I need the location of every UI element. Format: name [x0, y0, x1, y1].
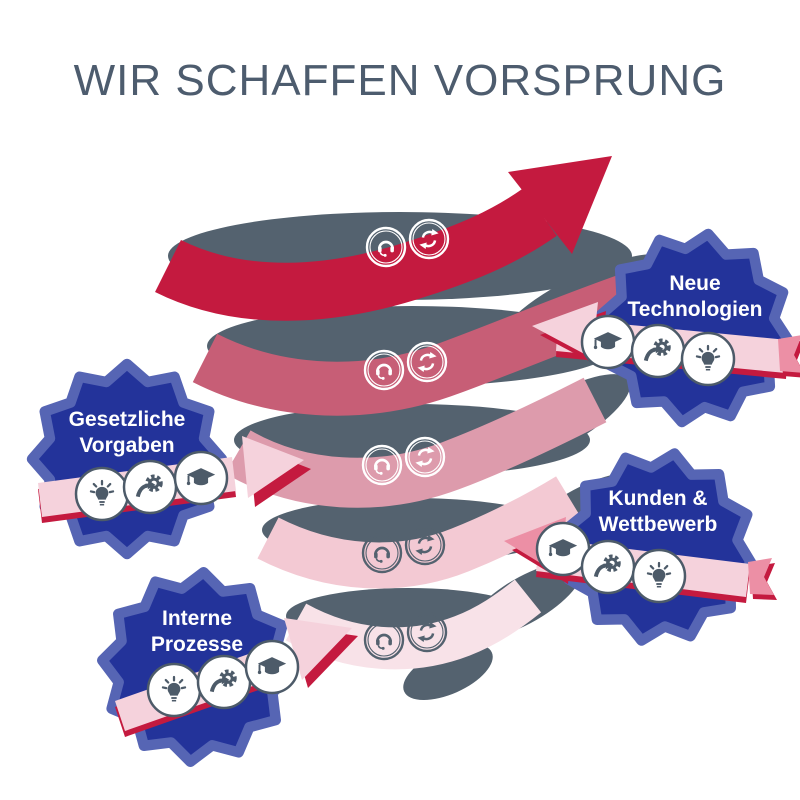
graduation-cap-icon [244, 639, 300, 695]
headset-icon [363, 619, 405, 661]
ribbon-fishtail [778, 335, 800, 373]
headset-icon [363, 349, 405, 391]
sync-icon [404, 524, 446, 566]
badge-kunden-wettbewerb: Kunden & Wettbewerb [504, 437, 777, 657]
gear-arrow-icon [122, 459, 178, 515]
badge-label-line2: Wettbewerb [599, 513, 718, 536]
badge-label-line2: Technologien [628, 298, 763, 321]
badge-gesetzliche-vorgaben: Gesetzliche Vorgaben [32, 364, 311, 554]
spiral-band-1 [155, 188, 557, 321]
badge-label-line1: Interne [162, 607, 232, 630]
spiral-arrowhead [508, 156, 612, 254]
badge-label-line1: Neue [669, 272, 720, 295]
page-title: WIR SCHAFFEN VORSPRUNG [74, 56, 727, 105]
funnel-tip [403, 643, 493, 701]
lightbulb-icon [146, 662, 202, 718]
headset-icon [361, 444, 403, 486]
badge-label-line1: Gesetzliche [69, 408, 186, 431]
ribbon-arrowhead [284, 618, 352, 680]
gear-arrow-icon [580, 539, 636, 595]
badge-label-line1: Kunden & [608, 487, 707, 510]
ribbon-arrowhead [242, 436, 304, 498]
badge-neue-technologien: Neue Technologien [532, 221, 800, 436]
spiral-band-4 [257, 476, 580, 589]
lightbulb-icon [74, 466, 130, 522]
gear-arrow-icon [196, 654, 252, 710]
lightbulb-icon [631, 548, 687, 604]
graduation-cap-icon [580, 314, 636, 370]
lightbulb-icon [680, 331, 736, 387]
sync-icon [406, 611, 448, 653]
headset-icon [361, 532, 403, 574]
gear-arrow-icon [630, 323, 686, 379]
headset-icon [365, 226, 407, 268]
sync-icon [406, 341, 448, 383]
ribbon-fishtail [748, 558, 774, 595]
sync-icon [404, 436, 446, 478]
sync-icon [408, 218, 450, 260]
badge-label-line2: Prozesse [151, 633, 243, 656]
badge-label-line2: Vorgaben [79, 434, 174, 457]
badge-interne-prozesse: Interne Prozesse [96, 566, 358, 769]
graduation-cap-icon [173, 450, 229, 506]
